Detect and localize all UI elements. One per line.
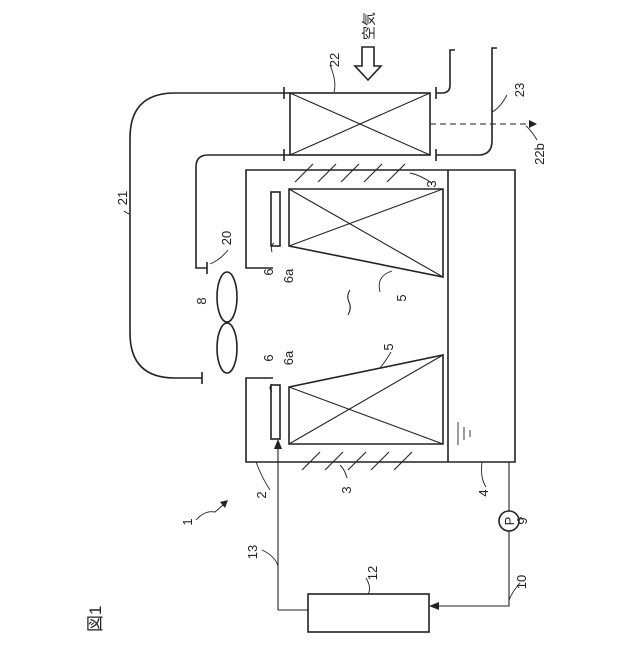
ref-12: 12 bbox=[365, 566, 380, 580]
duct-21-inner bbox=[196, 155, 290, 268]
pipe-10-arrow bbox=[429, 602, 439, 610]
drain-arrow bbox=[529, 120, 537, 128]
media-5-upper-cross-b bbox=[289, 189, 443, 246]
ref-20: 20 bbox=[219, 231, 234, 245]
ref-2: 2 bbox=[254, 491, 269, 498]
louvers-3-lower bbox=[302, 452, 412, 470]
ref-13: 13 bbox=[245, 545, 260, 559]
nozzle-6-lower bbox=[271, 385, 280, 439]
pipe-13-arrow bbox=[274, 439, 282, 449]
media-5-upper-cross-a bbox=[289, 189, 443, 277]
figure-title: 図1 bbox=[86, 606, 105, 632]
ref-7-mark bbox=[348, 290, 351, 315]
pipe-10 bbox=[436, 531, 509, 606]
duct-23-lower bbox=[436, 48, 497, 155]
nozzle-6-upper bbox=[271, 192, 280, 246]
air-label: 空気 bbox=[361, 12, 377, 40]
ref-1: 1 bbox=[180, 518, 195, 525]
ref-6a-lower: 6a bbox=[281, 350, 296, 365]
ref-3-lower: 3 bbox=[339, 486, 354, 493]
ref-3-upper: 3 bbox=[424, 180, 439, 187]
ref-7: 7 bbox=[359, 319, 361, 320]
media-5-lower-cross-a bbox=[289, 387, 443, 444]
ref-5-upper: 5 bbox=[394, 294, 409, 301]
ref-9: 9 bbox=[515, 517, 530, 524]
ref-6a-upper: 6a bbox=[281, 268, 296, 283]
unit-12 bbox=[308, 594, 429, 632]
leader-1 bbox=[196, 502, 226, 520]
ref-8: 8 bbox=[194, 297, 209, 304]
media-5-lower-cross-b bbox=[289, 355, 443, 444]
ref-21: 21 bbox=[115, 191, 130, 205]
ref-5-lower: 5 bbox=[381, 343, 396, 350]
ref-6-upper: 6 bbox=[261, 268, 276, 275]
fan-8-blade-a bbox=[217, 272, 237, 322]
ref-4: 4 bbox=[476, 489, 491, 496]
ref-22b: 22b bbox=[532, 143, 547, 165]
duct-23-upper bbox=[436, 50, 455, 93]
ref-23: 23 bbox=[512, 83, 527, 97]
fan-8-blade-b bbox=[217, 323, 237, 373]
casing-2 bbox=[246, 170, 515, 462]
ref-22: 22 bbox=[327, 53, 342, 67]
duct-21-outer bbox=[130, 93, 290, 378]
ref-6-lower: 6 bbox=[261, 354, 276, 361]
louvers-3-upper bbox=[295, 164, 405, 182]
ref-10: 10 bbox=[514, 575, 529, 589]
air-arrow bbox=[355, 47, 381, 80]
